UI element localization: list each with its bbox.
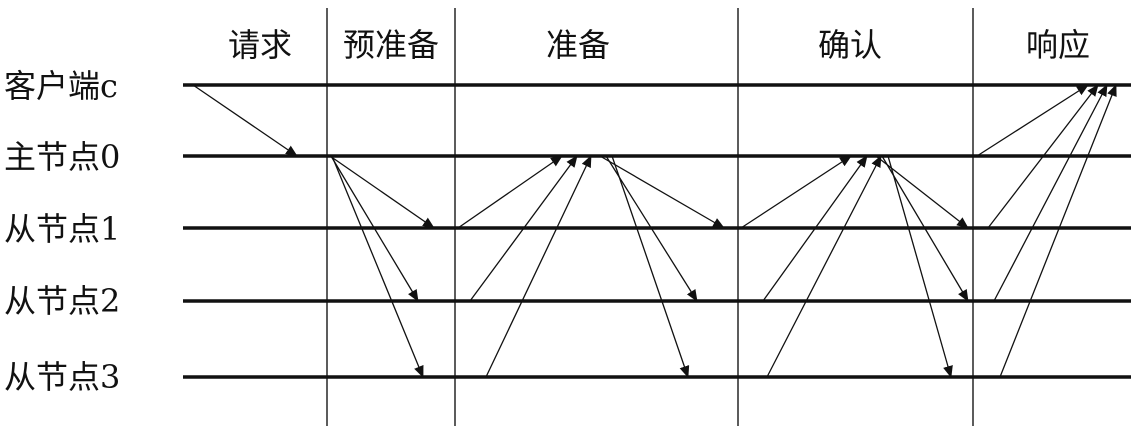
message-arrows <box>192 84 1117 378</box>
node-label-replica-1: 从节点1 <box>4 210 120 248</box>
message-arrow-commit-2-to-1 <box>740 155 852 229</box>
node-label-replica-3: 从节点3 <box>4 358 120 396</box>
message-arrow-commit-1-to-3 <box>881 155 969 302</box>
node-label-primary-0: 主节点0 <box>4 138 120 176</box>
message-arrow-reply-3-to-0 <box>993 84 1108 302</box>
node-label-replica-2: 从节点2 <box>4 282 120 320</box>
message-arrow-prepare-4-to-1 <box>485 155 592 378</box>
message-arrow-prepare-1-to-3 <box>605 155 698 302</box>
message-arrow-reply-2-to-0 <box>987 84 1099 229</box>
message-arrow-pre-prepare-1-to-2 <box>329 155 435 229</box>
phase-label-reply: 响应 <box>1026 26 1090 64</box>
phase-label-commit: 确认 <box>818 26 882 64</box>
message-arrow-prepare-2-to-1 <box>457 155 563 229</box>
message-arrow-commit-1-to-2 <box>875 155 969 229</box>
message-arrow-prepare-1-to-4 <box>611 155 690 378</box>
message-arrow-commit-4-to-1 <box>766 155 882 378</box>
message-arrow-prepare-1-to-2 <box>599 155 725 229</box>
message-arrow-pre-prepare-1-to-4 <box>331 155 424 378</box>
phase-label-pre-prepare: 预准备 <box>343 26 439 64</box>
message-arrow-commit-3-to-1 <box>762 155 868 302</box>
phase-label-request: 请求 <box>228 26 292 64</box>
node-label-client: 客户端c <box>4 67 118 105</box>
message-arrow-commit-1-to-4 <box>887 155 953 378</box>
message-arrow-prepare-3-to-1 <box>469 155 578 302</box>
message-arrow-reply-4-to-0 <box>999 84 1117 378</box>
phase-label-prepare: 准备 <box>546 26 610 64</box>
message-arrow-reply-1-to-0 <box>976 84 1089 157</box>
message-arrow-pre-prepare-1-to-3 <box>330 155 419 302</box>
message-arrow-request-0-to-1 <box>192 84 298 157</box>
